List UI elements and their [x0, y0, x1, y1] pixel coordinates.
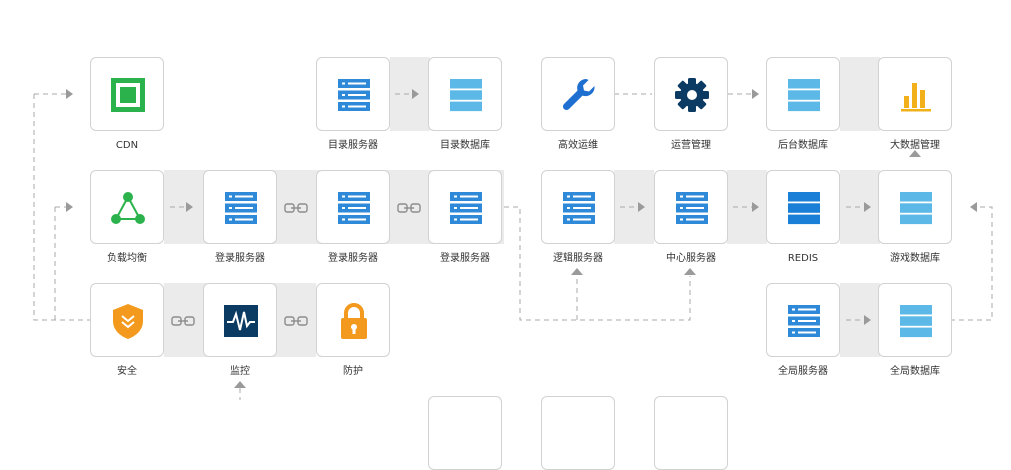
protect-node[interactable] — [316, 283, 390, 357]
database-icon — [900, 305, 932, 338]
lb-node[interactable] — [90, 170, 164, 244]
back-db-node[interactable] — [766, 57, 840, 131]
bottom-node-partial[interactable] — [541, 396, 615, 470]
ops-node[interactable] — [541, 57, 615, 131]
node-label: 登录服务器 — [328, 253, 378, 264]
logic-node[interactable] — [541, 170, 615, 244]
connector-lines — [33, 93, 993, 400]
lock-icon — [341, 303, 367, 339]
node-label: 逻辑服务器 — [553, 253, 603, 264]
redis-node[interactable] — [766, 170, 840, 244]
monitor-icon — [224, 305, 258, 337]
shield-icon — [113, 304, 143, 339]
wrench-icon — [562, 79, 595, 111]
arrow-dirdb — [412, 89, 419, 99]
global-db-node[interactable] — [878, 283, 952, 357]
arrow-logic-up — [571, 268, 583, 275]
arrow-gamedb-right — [970, 202, 977, 212]
network-icon — [111, 192, 145, 224]
node-label: 目录服务器 — [328, 140, 378, 151]
arrow-center — [638, 202, 645, 212]
database-icon — [900, 192, 932, 225]
arrow-gamedb — [864, 202, 871, 212]
login1-node[interactable] — [203, 170, 277, 244]
server-icon — [225, 192, 257, 224]
gear-icon — [675, 78, 709, 112]
database-icon — [450, 79, 482, 112]
node-label: REDIS — [787, 253, 819, 264]
link-icon — [397, 200, 421, 214]
center-node[interactable] — [654, 170, 728, 244]
node-label: 高效运维 — [558, 140, 598, 151]
arrow-center-up — [684, 268, 696, 275]
arrow-cdn — [66, 89, 73, 99]
node-label: 中心服务器 — [666, 253, 716, 264]
login3-node[interactable] — [428, 170, 502, 244]
global-server-node[interactable] — [766, 283, 840, 357]
arrow-lb — [66, 202, 73, 212]
server-icon — [338, 192, 370, 224]
node-label: 安全 — [117, 366, 137, 377]
dir-server-node[interactable] — [316, 57, 390, 131]
node-label: 运营管理 — [671, 140, 711, 151]
dir-db-node[interactable] — [428, 57, 502, 131]
cdn-icon — [111, 78, 145, 112]
node-label: 大数据管理 — [890, 140, 940, 151]
arrow-globaldb — [864, 315, 871, 325]
arrow-monitor-up — [234, 381, 246, 388]
node-label: CDN — [115, 140, 139, 151]
arrow-bigdata-up — [909, 150, 921, 157]
node-label: 目录数据库 — [440, 140, 490, 151]
server-icon — [563, 192, 595, 224]
redis-icon — [788, 192, 820, 225]
node-label: 登录服务器 — [215, 253, 265, 264]
arrow-login1 — [186, 202, 193, 212]
node-label: 全局服务器 — [778, 366, 828, 377]
arrow-redis — [752, 202, 759, 212]
node-label: 登录服务器 — [440, 253, 490, 264]
security-node[interactable] — [90, 283, 164, 357]
link-icon — [284, 313, 308, 327]
band-back-bigdata — [840, 57, 880, 131]
bottom-node-partial[interactable] — [428, 396, 502, 470]
node-label: 防护 — [343, 366, 363, 377]
node-label: 后台数据库 — [778, 140, 828, 151]
login2-node[interactable] — [316, 170, 390, 244]
monitor-node[interactable] — [203, 283, 277, 357]
database-icon — [788, 79, 820, 112]
link-icon — [171, 313, 195, 327]
bottom-node-partial[interactable] — [654, 396, 728, 470]
big-data-node[interactable] — [878, 57, 952, 131]
ops-mgmt-node[interactable] — [654, 57, 728, 131]
node-label: 游戏数据库 — [890, 253, 940, 264]
bar-chart-icon — [901, 83, 931, 112]
game-db-node[interactable] — [878, 170, 952, 244]
node-label: 全局数据库 — [890, 366, 940, 377]
server-icon — [788, 305, 820, 337]
server-icon — [338, 79, 370, 111]
server-icon — [450, 192, 482, 224]
cdn-node[interactable] — [90, 57, 164, 131]
arrow-backdb — [752, 89, 759, 99]
server-icon — [676, 192, 708, 224]
link-icon — [284, 200, 308, 214]
node-label: 监控 — [230, 366, 250, 377]
node-label: 负载均衡 — [107, 253, 147, 264]
